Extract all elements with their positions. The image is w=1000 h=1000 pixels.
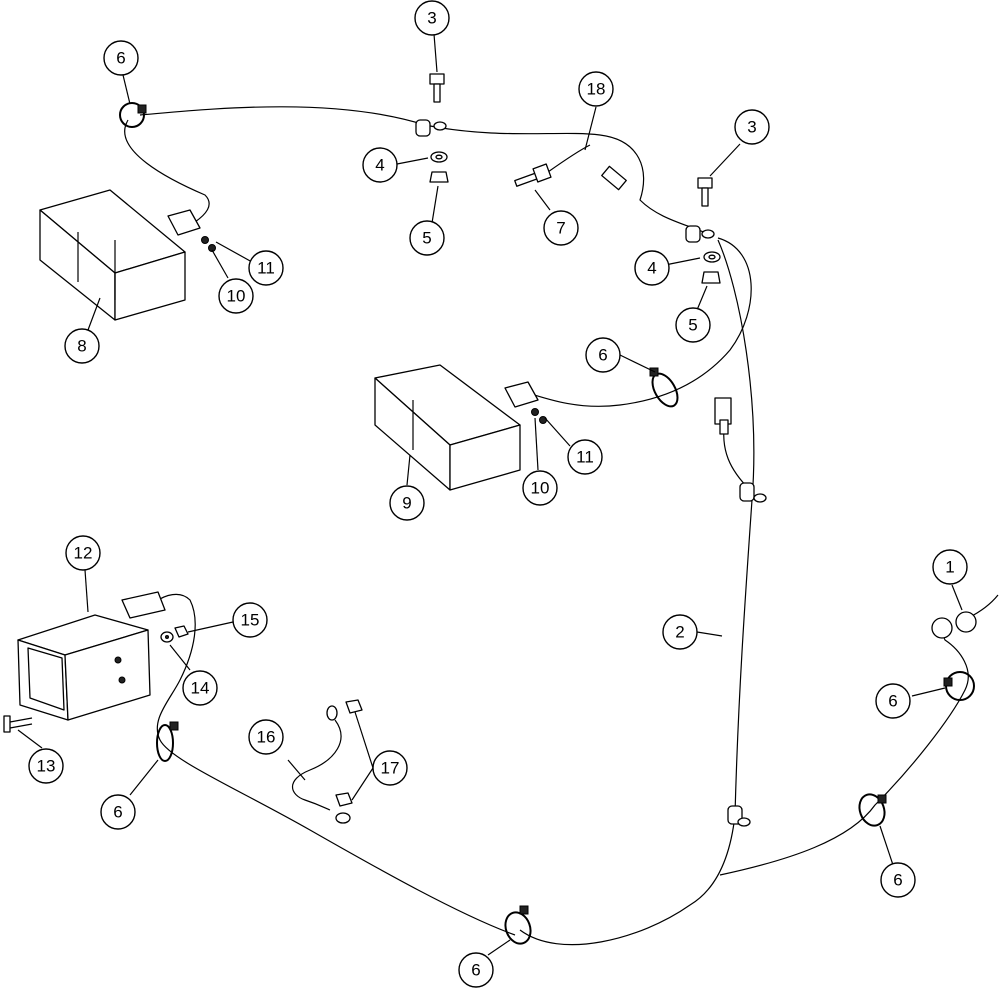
callout-7: 7: [543, 210, 579, 246]
svg-text:14: 14: [191, 679, 210, 698]
svg-text:9: 9: [402, 494, 411, 513]
p-clip-right: [685, 225, 715, 243]
callout-18: 18: [578, 71, 614, 107]
svg-text:6: 6: [116, 49, 125, 68]
callout-12: 12: [65, 535, 101, 571]
work-lamp-9: [374, 364, 547, 491]
svg-text:7: 7: [556, 219, 565, 238]
svg-text:11: 11: [576, 448, 594, 467]
work-lamp-8: [39, 189, 216, 321]
cable-tie-6-right-high: [943, 671, 975, 701]
callout-9: 9: [389, 485, 425, 521]
callout-10-left: 10: [218, 278, 254, 314]
svg-text:5: 5: [688, 316, 697, 335]
callout-5-top: 5: [409, 220, 445, 256]
callout-2: 2: [662, 614, 698, 650]
callout-8: 8: [64, 328, 100, 364]
svg-text:6: 6: [893, 871, 902, 890]
cable-tie-6-bottom: [504, 905, 532, 945]
callout-11-left: 11: [248, 250, 284, 286]
callout-14: 14: [182, 670, 218, 706]
callout-10-mid: 10: [522, 470, 558, 506]
callout-16: 16: [248, 719, 284, 755]
svg-text:17: 17: [381, 759, 400, 778]
svg-text:11: 11: [257, 259, 275, 278]
ring-terminal-16-top: [326, 705, 338, 721]
svg-text:4: 4: [375, 156, 384, 175]
svg-text:2: 2: [675, 623, 684, 642]
svg-text:18: 18: [587, 80, 606, 99]
callout-11-mid: 11: [567, 439, 603, 475]
wire-to-sender-7: [547, 144, 591, 173]
bolt-3-right: [697, 177, 713, 207]
svg-text:6: 6: [471, 961, 480, 980]
bolt-3-top: [429, 73, 445, 103]
callout-3-top: 3: [414, 0, 450, 36]
leader-lines: [17, 33, 963, 956]
washer-4-top: [430, 151, 448, 163]
callouts: 1 2 3 3 4 4 5 5 6 6 6 6 6 6 7 8 9 10 10 …: [28, 0, 968, 988]
washer-14: [160, 631, 174, 643]
washer-4-right: [703, 251, 721, 263]
svg-text:12: 12: [74, 544, 93, 563]
cable-tie-6-lampleft: [156, 721, 179, 762]
svg-text:8: 8: [77, 337, 86, 356]
callout-6-mid: 6: [585, 337, 621, 373]
svg-text:15: 15: [241, 611, 260, 630]
callout-6-right-high: 6: [875, 683, 911, 719]
callout-4-top: 4: [362, 147, 398, 183]
callout-4-right: 4: [634, 250, 670, 286]
nut-5-top: [429, 171, 449, 183]
wire-top: [139, 106, 711, 236]
svg-text:5: 5: [422, 229, 431, 248]
bolt-13: [3, 715, 33, 733]
nut-15: [174, 625, 189, 638]
wire-lower-left: [154, 593, 516, 936]
p-clip-mid: [739, 482, 767, 503]
svg-text:6: 6: [113, 803, 122, 822]
callout-5-right: 5: [675, 307, 711, 343]
p-clip-top: [415, 119, 447, 137]
sender-7: [514, 163, 552, 187]
connector-18: [601, 165, 627, 191]
svg-text:6: 6: [888, 692, 897, 711]
callout-13: 13: [28, 748, 64, 784]
callout-15: 15: [232, 602, 268, 638]
svg-text:13: 13: [37, 757, 56, 776]
svg-text:16: 16: [257, 728, 276, 747]
wire-ground-16: [291, 719, 342, 811]
svg-text:10: 10: [227, 287, 246, 306]
flood-lamp-12: [17, 591, 166, 721]
svg-text:6: 6: [598, 346, 607, 365]
wire-to-lamp-9: [524, 237, 752, 407]
ring-terminal-16-bottom: [335, 812, 351, 824]
callout-6-right-low: 6: [880, 862, 916, 898]
callout-1: 1: [932, 549, 968, 585]
svg-text:3: 3: [427, 9, 436, 28]
svg-text:10: 10: [531, 479, 550, 498]
svg-text:3: 3: [747, 118, 756, 137]
wire-main-trunk: [519, 239, 755, 946]
cable-tie-6-right-low: [858, 793, 887, 827]
nut-17-bottom: [335, 792, 353, 807]
callout-6-top-left: 6: [103, 40, 139, 76]
nut-17-top: [345, 699, 363, 714]
svg-text:4: 4: [647, 259, 656, 278]
callout-6-lamp-left: 6: [100, 794, 136, 830]
callout-6-bottom: 6: [458, 952, 494, 988]
wire-to-plug-1: [719, 621, 969, 876]
nut-5-right: [701, 271, 721, 284]
p-clip-low: [727, 805, 751, 827]
callout-3-right: 3: [734, 109, 770, 145]
wire-to-lamp-8: [124, 119, 210, 223]
plug-1: [931, 611, 977, 639]
connector-plug: [714, 397, 732, 435]
callout-17: 17: [372, 750, 408, 786]
cable-tie-6-top: [119, 102, 147, 128]
svg-text:1: 1: [945, 558, 954, 577]
